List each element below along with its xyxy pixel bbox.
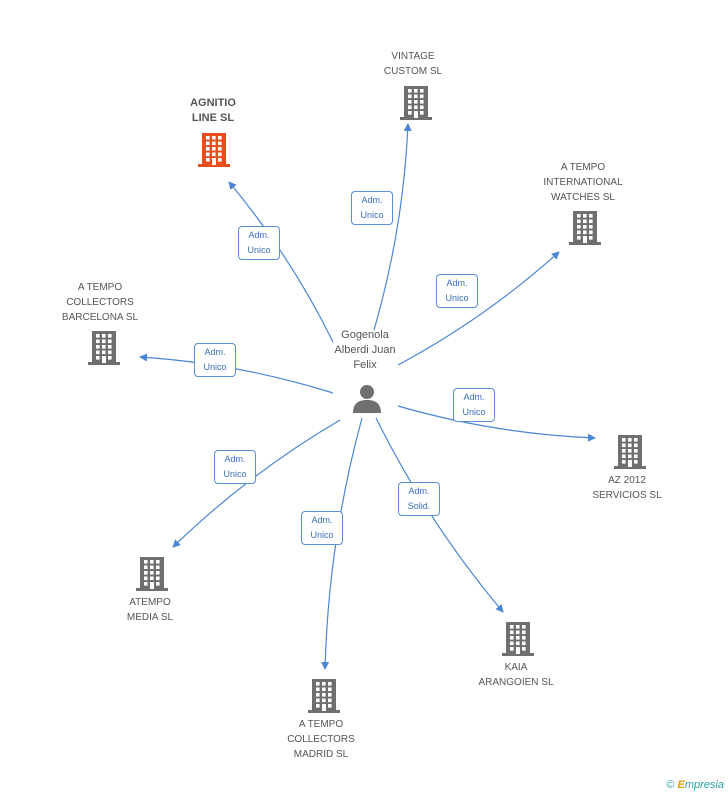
brand-footer: © Empresia: [666, 779, 724, 791]
edge-az2012: [397, 405, 596, 442]
company-label-az2012[interactable]: AZ 2012 SERVICIOS SL: [592, 475, 662, 501]
brand-initial: E: [677, 779, 685, 791]
role-label-az2012: Adm. Unico: [453, 388, 495, 422]
brand-name: mpresia: [684, 779, 724, 791]
company-label-atempo-bcn[interactable]: A TEMPO COLLECTORS BARCELONA SL: [61, 282, 139, 323]
company-label-atempo-madrid[interactable]: A TEMPO COLLECTORS MADRID SL: [287, 719, 355, 760]
company-label-atempo-media[interactable]: ATEMPO MEDIA SL: [126, 597, 174, 623]
role-label-agnitio: Adm. Unico: [238, 226, 280, 260]
company-label-vintage[interactable]: VINTAGE CUSTOM SL: [383, 51, 443, 77]
role-label-vintage: Adm. Unico: [351, 191, 393, 225]
building-icon[interactable]: [308, 679, 340, 713]
company-label-agnitio[interactable]: AGNITIO LINE SL: [190, 97, 236, 124]
building-icon[interactable]: [502, 622, 534, 656]
edge-kaia: [375, 417, 504, 613]
person-icon[interactable]: [351, 383, 383, 413]
role-label-atempo-intl: Adm. Unico: [436, 274, 478, 308]
role-label-kaia: Adm. Solid.: [398, 482, 440, 516]
building-icon[interactable]: [569, 211, 601, 245]
building-icon[interactable]: [136, 557, 168, 591]
edge-vintage: [373, 123, 412, 331]
center-person-name: Gogenola Alberdi Juan Felix: [334, 329, 396, 371]
edge-agnitio: [228, 181, 334, 343]
building-icon[interactable]: [614, 435, 646, 469]
building-icon[interactable]: [88, 331, 120, 365]
company-label-kaia[interactable]: KAIA ARANGOIEN SL: [478, 662, 554, 688]
company-label-atempo-intl[interactable]: A TEMPO INTERNATIONAL WATCHES SL: [543, 162, 623, 203]
building-icon[interactable]: [400, 86, 432, 120]
role-label-atempo-media: Adm. Unico: [214, 450, 256, 484]
role-label-atempo-madrid: Adm. Unico: [301, 511, 343, 545]
edge-atempo-intl: [397, 251, 560, 366]
role-label-atempo-bcn: Adm. Unico: [194, 343, 236, 377]
building-icon[interactable]: [198, 133, 230, 167]
copyright-symbol: ©: [666, 779, 675, 791]
edge-atempo-bcn: [139, 353, 334, 394]
